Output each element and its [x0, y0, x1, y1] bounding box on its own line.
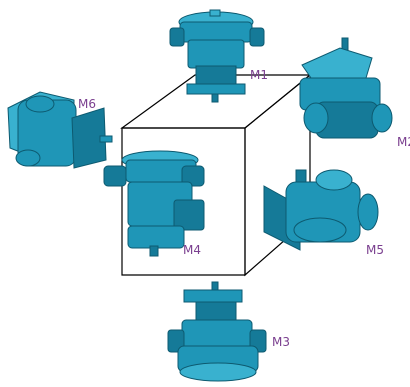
- part-view-m1: [169, 9, 265, 103]
- label-m2: M2: [397, 135, 410, 149]
- part-view-m3: [167, 281, 267, 382]
- label-m5: M5: [366, 243, 384, 257]
- part-view-m4: [103, 150, 205, 257]
- part-view-m6: [7, 91, 113, 169]
- label-m3: M3: [272, 335, 290, 349]
- part-view-m5: [263, 169, 379, 251]
- label-m4: M4: [183, 243, 201, 257]
- part-view-m2: [299, 37, 393, 139]
- label-m6: M6: [78, 97, 96, 111]
- label-m1: M1: [250, 68, 268, 82]
